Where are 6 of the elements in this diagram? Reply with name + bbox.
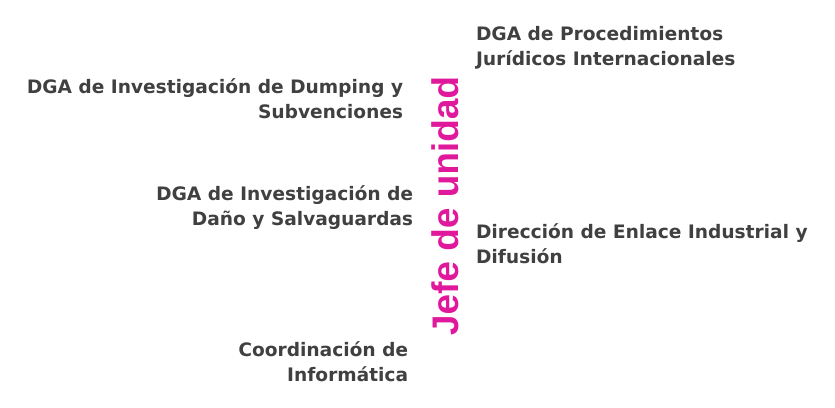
department-label: DGA de Procedimientos Jurídicos Internacionales (476, 23, 736, 72)
department-label: Coordinación de Informática (237, 339, 408, 388)
vertical-heading: Jefe de unidad (429, 76, 463, 336)
department-label: Dirección de Enlace Industrial y Difusión (476, 221, 809, 270)
department-label: DGA de Investigación de Daño y Salvaguardas (155, 183, 413, 232)
department-label: DGA de Investigación de Dumping y Subvenciones (26, 76, 403, 125)
